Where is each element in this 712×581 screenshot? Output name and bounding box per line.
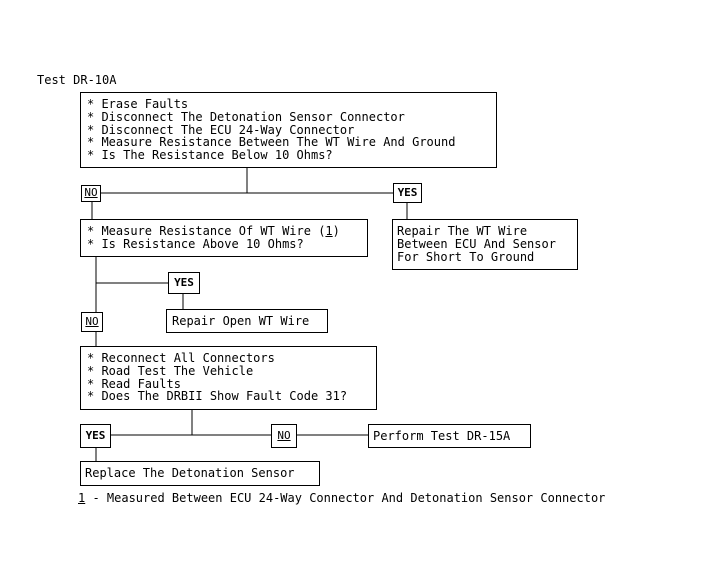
footnote-ref: 1: [325, 224, 333, 238]
box2-line-1: * Measure Resistance Of WT Wire (1): [87, 225, 367, 238]
yes-label-3: YES: [80, 424, 111, 448]
box2-line-2: * Is Resistance Above 10 Ohms?: [87, 236, 304, 251]
yes-label-1: YES: [393, 183, 422, 203]
box-erase-faults: * Erase Faults * Disconnect The Detonati…: [80, 92, 497, 168]
box-measure-wt-wire: * Measure Resistance Of WT Wire (1) * Is…: [80, 219, 368, 257]
box1-line: * Is The Resistance Below 10 Ohms?: [87, 148, 333, 163]
box2-line1-end: ): [332, 224, 340, 238]
box-perform-test: Perform Test DR-15A: [368, 424, 531, 448]
no-label-3: NO: [271, 424, 297, 448]
test-title: Test DR-10A: [37, 73, 117, 87]
box-repair-open: Repair Open WT Wire: [166, 309, 328, 333]
box-repair-short: Repair The WT Wire Between ECU And Senso…: [392, 219, 578, 270]
repair-short-line: Repair The WT Wire: [397, 224, 528, 238]
box-replace-sensor: Replace The Detonation Sensor: [80, 461, 320, 486]
perform-test-text: Perform Test DR-15A: [373, 429, 511, 443]
box3-line: * Read Faults: [87, 376, 181, 391]
repair-short-line: Between ECU And Sensor: [397, 236, 556, 251]
footnote: 1 - Measured Between ECU 24-Way Connecto…: [78, 492, 605, 505]
repair-open-text: Repair Open WT Wire: [172, 314, 310, 328]
footnote-number: 1: [78, 491, 86, 505]
no-label-1: NO: [81, 185, 101, 202]
box2-line1-text: * Measure Resistance Of WT Wire (: [87, 224, 326, 238]
footnote-text: - Measured Between ECU 24-Way Connector …: [85, 491, 606, 505]
replace-sensor-text: Replace The Detonation Sensor: [85, 466, 295, 480]
box1-line: * Measure Resistance Between The WT Wire…: [87, 135, 456, 150]
box3-line: * Does The DRBII Show Fault Code 31?: [87, 389, 348, 404]
no-label-2: NO: [81, 312, 103, 332]
box3-line: * Reconnect All Connectors: [87, 351, 275, 365]
repair-short-line: For Short To Ground: [397, 249, 535, 264]
yes-label-2: YES: [168, 272, 200, 294]
box1-line: * Erase Faults: [87, 97, 189, 111]
box1-line: * Disconnect The Detonation Sensor Conne…: [87, 109, 405, 124]
box3-line: * Road Test The Vehicle: [87, 363, 254, 378]
box1-line: * Disconnect The ECU 24-Way Connector: [87, 122, 355, 137]
box-reconnect: * Reconnect All Connectors * Road Test T…: [80, 346, 377, 410]
